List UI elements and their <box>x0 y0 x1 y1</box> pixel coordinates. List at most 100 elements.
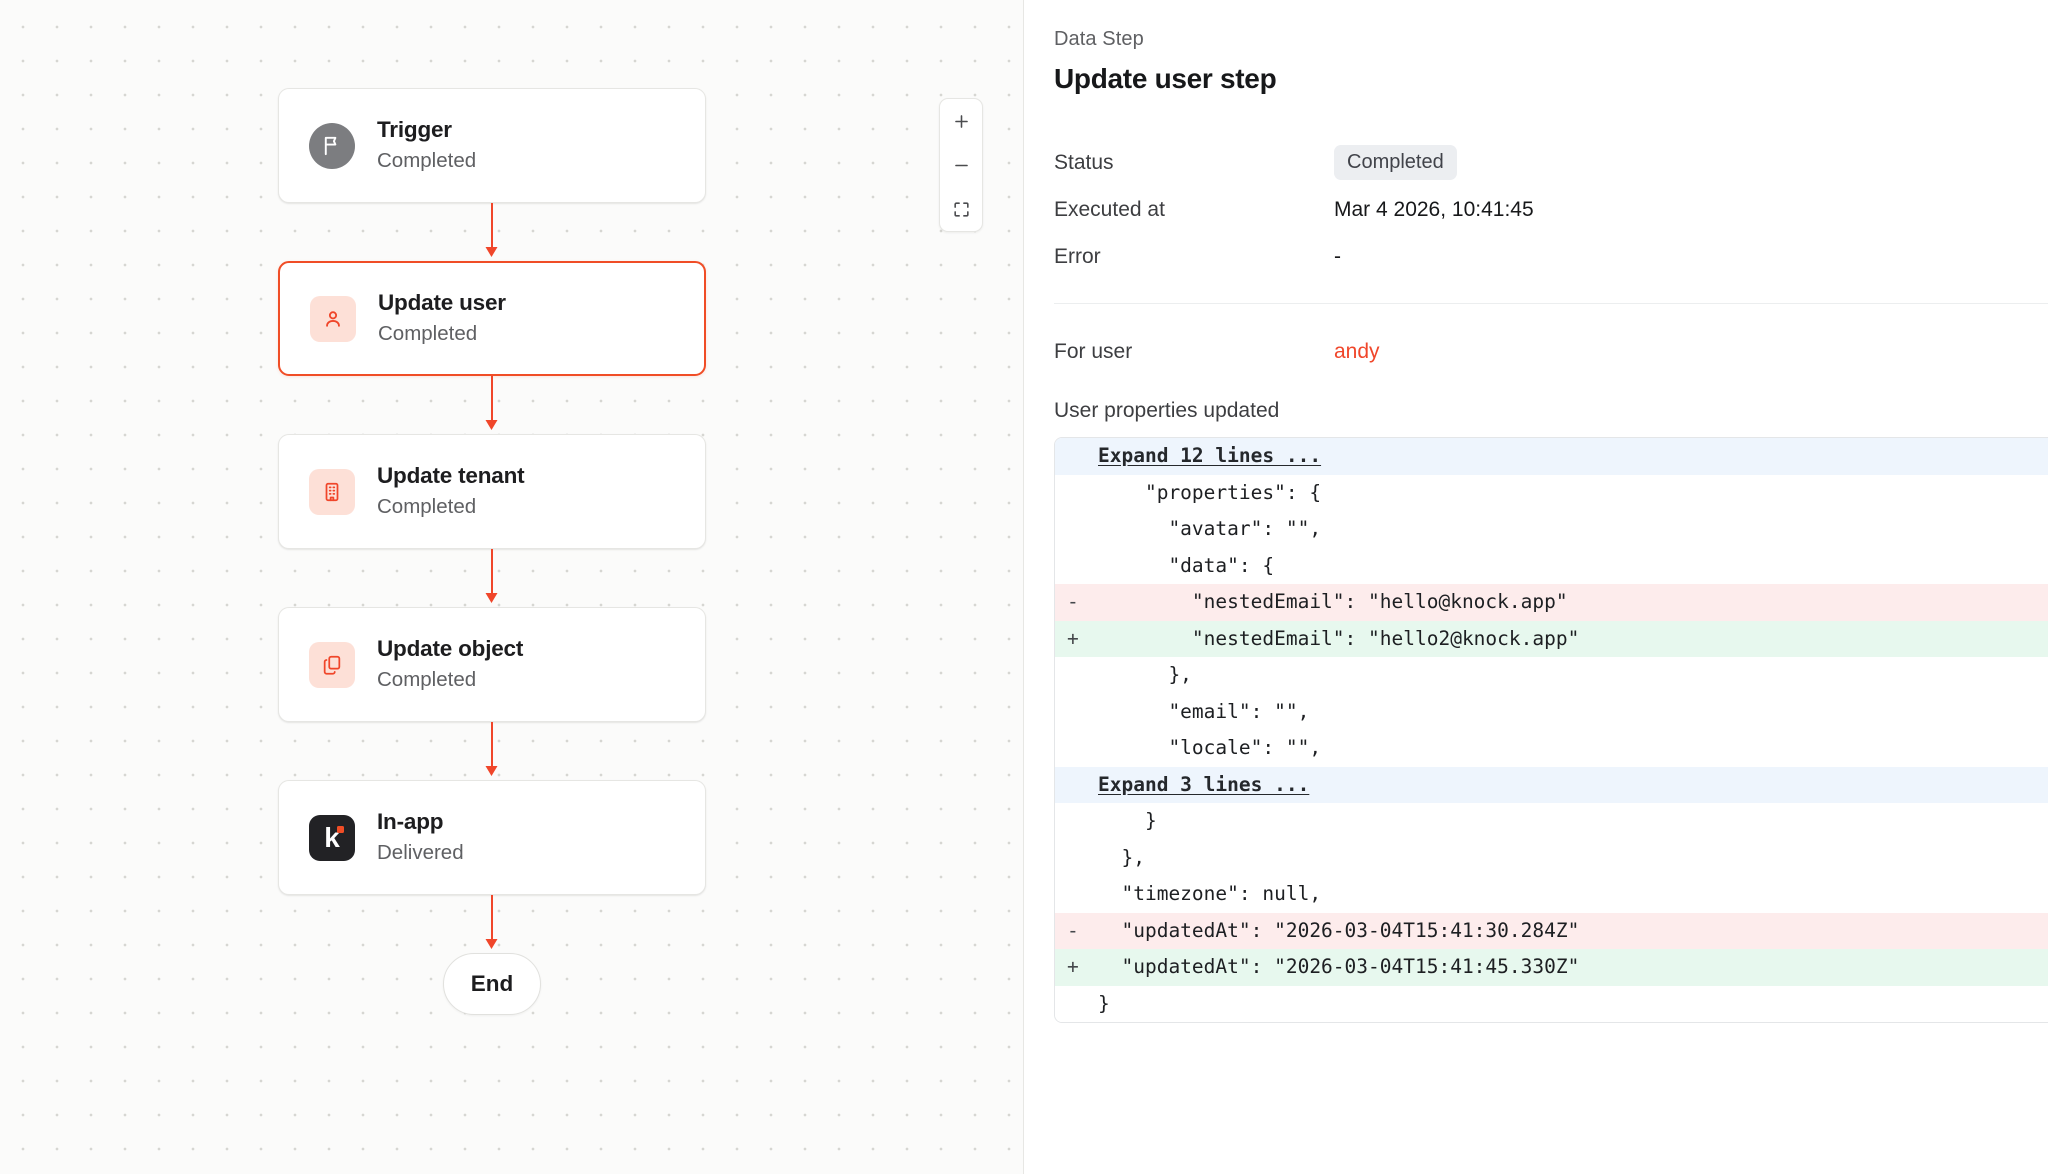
workflow-node-update-object[interactable]: Update object Completed <box>278 607 706 722</box>
diff-gutter <box>1067 986 1098 1023</box>
edge-connector <box>278 376 706 434</box>
diff-gutter <box>1067 803 1098 840</box>
field-label: Status <box>1054 150 1114 174</box>
zoom-out-button[interactable] <box>940 143 982 187</box>
building-icon <box>309 468 355 515</box>
user-properties-diff[interactable]: Expand 12 lines ... "properties": { "ava… <box>1054 437 2048 1023</box>
edge-line <box>491 549 493 597</box>
diff-line-content: "properties": { <box>1098 480 1322 504</box>
diff-gutter <box>1067 730 1098 767</box>
diff-line-content: } <box>1098 991 1110 1015</box>
diff-gutter <box>1067 548 1098 585</box>
copy-icon <box>309 641 355 688</box>
node-title: Update user <box>378 290 506 316</box>
field-value: Mar 4 2026, 10:41:45 <box>1334 197 1534 221</box>
node-status: Completed <box>377 149 477 173</box>
node-status: Completed <box>377 668 477 692</box>
diff-line-content: "timezone": null, <box>1098 882 1322 905</box>
page-title: Update user step <box>1054 63 1277 94</box>
field-value: - <box>1334 244 1341 268</box>
diff-line-content: "nestedEmail": "hello2@knock.app" <box>1098 626 1580 650</box>
workflow-node-in-app[interactable]: k In-app Delivered <box>278 780 706 895</box>
field-label: Error <box>1054 244 1101 268</box>
edge-connector <box>278 722 706 780</box>
workflow-node-end[interactable]: End <box>443 953 541 1015</box>
diff-line: + "updatedAt": "2026-03-04T15:41:45.330Z… <box>1055 949 2048 986</box>
diff-line-content: } <box>1098 809 1157 832</box>
diff-expand-label[interactable]: Expand 3 lines ... <box>1098 772 1310 796</box>
knock-accent-dot <box>337 825 344 833</box>
node-status: Delivered <box>377 841 464 865</box>
field-error: Error - <box>1054 233 2048 280</box>
node-status: Completed <box>378 322 478 346</box>
diff-line: }, <box>1055 839 2048 877</box>
diff-line-content: }, <box>1098 845 1145 869</box>
edge-arrowhead <box>485 593 498 603</box>
diff-expand-row[interactable]: Expand 12 lines ... <box>1055 438 2048 475</box>
fit-view-icon <box>953 201 969 217</box>
diff-line-content: "nestedEmail": "hello@knock.app" <box>1098 590 1568 613</box>
user-link[interactable]: andy <box>1334 339 1380 363</box>
diff-line-content: "locale": "", <box>1098 736 1322 759</box>
field-for-user: For user andy <box>1054 328 2048 375</box>
edge-connector <box>278 549 706 607</box>
diff-gutter: + <box>1067 955 1079 978</box>
diff-line: "properties": { <box>1055 474 2048 512</box>
edge-connector <box>278 203 706 261</box>
diff-line: "locale": "", <box>1055 730 2048 767</box>
node-title: Update object <box>377 636 524 662</box>
workflow-end-wrapper: End <box>278 953 706 1015</box>
workflow-node-update-user[interactable]: Update user Completed <box>278 261 706 376</box>
diff-line-content: "data": { <box>1098 553 1275 577</box>
edge-line <box>491 376 493 424</box>
workflow-node-trigger[interactable]: Trigger Completed <box>278 88 706 203</box>
diff-gutter: - <box>1067 918 1079 942</box>
edge-arrowhead <box>485 247 498 257</box>
diff-line: } <box>1055 985 2048 1023</box>
diff-gutter <box>1067 475 1098 512</box>
panel-divider <box>1054 303 2048 304</box>
fit-view-button[interactable] <box>940 187 982 231</box>
edge-arrowhead <box>485 420 498 430</box>
diff-line: "timezone": null, <box>1055 876 2048 913</box>
diff-line-content: }, <box>1098 663 1192 686</box>
status-badge: Completed <box>1334 145 1457 180</box>
workflow-node-update-tenant[interactable]: Update tenant Completed <box>278 434 706 549</box>
diff-gutter <box>1067 767 1098 804</box>
diff-line-content: "avatar": "", <box>1098 517 1322 540</box>
flag-icon <box>309 122 355 169</box>
workflow-canvas[interactable]: Trigger Completed Update user C <box>0 0 1024 1174</box>
knock-k-logo: k <box>309 814 355 861</box>
diff-gutter <box>1067 657 1098 694</box>
node-title: In-app <box>377 809 444 835</box>
diff-expand-row[interactable]: Expand 3 lines ... <box>1055 766 2048 804</box>
zoom-controls <box>939 98 983 232</box>
minus-icon <box>954 164 968 166</box>
zoom-in-button[interactable] <box>940 99 982 143</box>
field-executed-at: Executed at Mar 4 2026, 10:41:45 <box>1054 186 2048 233</box>
node-title: Update tenant <box>377 463 525 489</box>
edge-arrowhead <box>485 766 498 776</box>
diff-line-content: "email": "", <box>1098 699 1310 723</box>
diff-gutter <box>1067 876 1098 913</box>
diff-gutter <box>1067 694 1098 731</box>
diff-line: + "nestedEmail": "hello2@knock.app" <box>1055 620 2048 657</box>
user-icon <box>310 295 356 342</box>
field-status: Status Completed <box>1054 139 2048 186</box>
diff-gutter <box>1067 511 1098 548</box>
edge-line <box>491 722 493 770</box>
diff-gutter <box>1067 840 1098 877</box>
workflow-graph: Trigger Completed Update user C <box>278 88 706 1015</box>
field-label: Executed at <box>1054 197 1165 221</box>
diff-gutter: - <box>1067 590 1079 613</box>
diff-gutter: + <box>1067 626 1079 650</box>
diff-expand-label[interactable]: Expand 12 lines ... <box>1098 444 1322 467</box>
edge-arrowhead <box>485 939 498 949</box>
edge-connector <box>278 895 706 953</box>
field-label: For user <box>1054 339 1133 363</box>
diff-line: "email": "", <box>1055 693 2048 731</box>
edge-line <box>491 203 493 251</box>
node-status: Completed <box>377 495 477 519</box>
diff-line: }, <box>1055 657 2048 694</box>
step-detail-panel: Data Step Update user step Status Comple… <box>1024 0 2048 1174</box>
